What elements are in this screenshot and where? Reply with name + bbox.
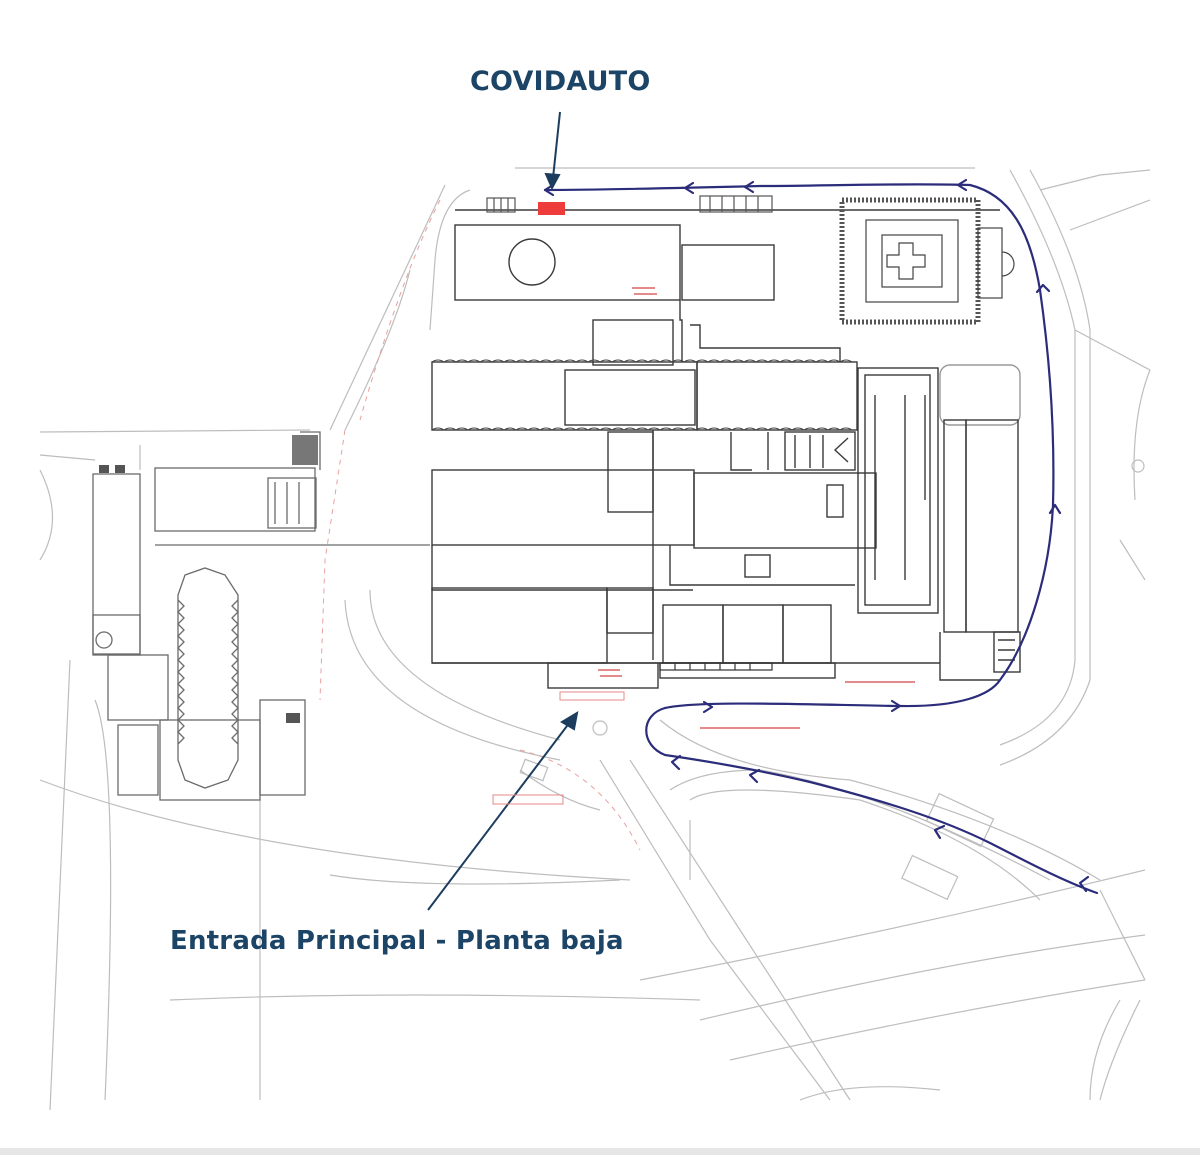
entrance-leader [427,710,579,911]
scalloped-edges [431,359,853,431]
west-wing-dark-marks [99,435,318,723]
vehicle-route [543,183,1099,895]
site-context-lines [39,167,1151,1111]
route-arrows [543,178,1090,893]
covidauto-marker [538,202,565,215]
south-ticks [659,662,773,671]
main-building [431,209,1021,689]
west-wing [92,431,430,801]
bottom-border [0,1148,1200,1155]
helipad [839,197,1015,325]
cad-dashed-lines [319,199,641,851]
covidauto-label: COVIDAUTO [470,66,651,97]
covidauto-leader [544,111,561,191]
main-entrance-label: Entrada Principal - Planta baja [170,926,624,956]
north-hatches [486,195,773,213]
cad-annotations [492,287,915,805]
